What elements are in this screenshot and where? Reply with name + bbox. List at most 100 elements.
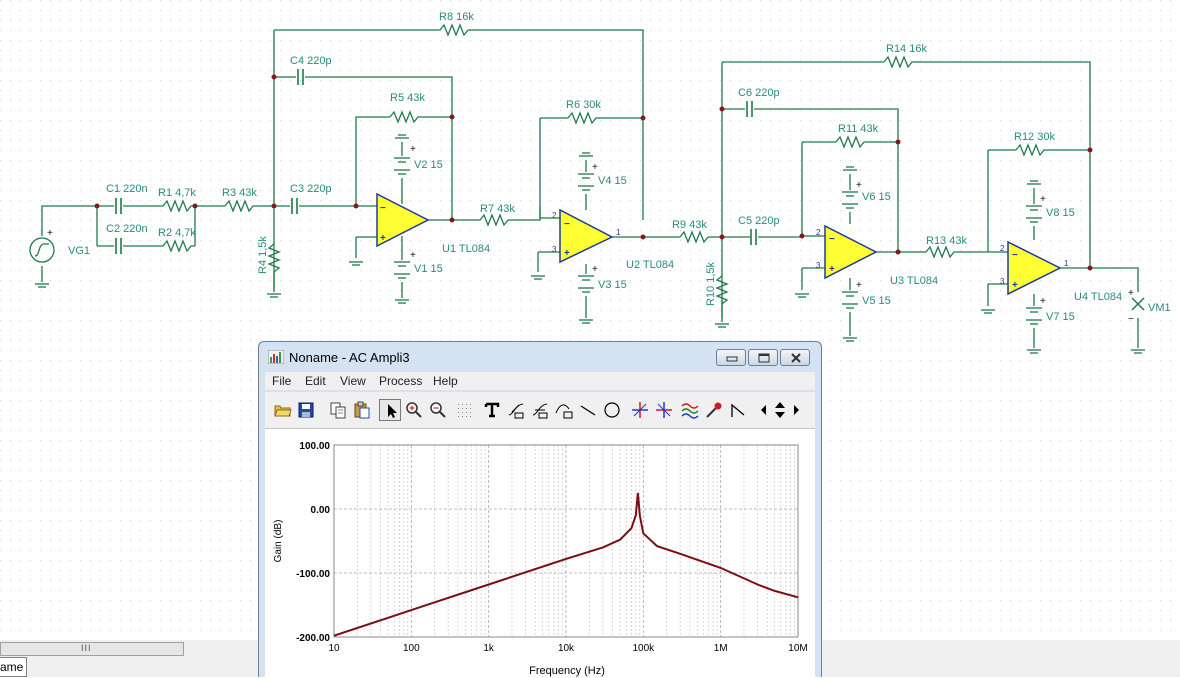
supply-plus-mark: + bbox=[410, 250, 416, 261]
voltmeter-vm1[interactable] bbox=[1131, 297, 1145, 311]
scroll-left-button[interactable] bbox=[757, 399, 771, 421]
polarity-mark: − bbox=[1012, 250, 1018, 261]
cursor-a-icon bbox=[632, 402, 648, 418]
window-titlebar[interactable]: Noname - AC Ampli3 bbox=[259, 342, 821, 372]
text-tool-button[interactable] bbox=[481, 399, 503, 421]
resistor-r6 bbox=[567, 111, 598, 125]
polarity-mark: − bbox=[564, 219, 570, 230]
label-v1: V1 15 bbox=[414, 263, 443, 275]
x-tick-label: 100 bbox=[403, 643, 420, 654]
resistor-r10 bbox=[715, 275, 729, 305]
close-button[interactable] bbox=[780, 349, 810, 366]
label-u2: U2 TL084 bbox=[626, 259, 674, 271]
scroll-updown-button[interactable] bbox=[771, 399, 789, 421]
supply-plus-mark: + bbox=[592, 162, 598, 173]
copy-button[interactable] bbox=[327, 399, 349, 421]
slope-button[interactable] bbox=[727, 399, 749, 421]
scroll-right-button[interactable] bbox=[789, 399, 803, 421]
battery-v2 bbox=[394, 157, 410, 175]
resistor-r7 bbox=[479, 213, 510, 227]
resistor-r3 bbox=[224, 199, 257, 213]
curve-label-button[interactable] bbox=[505, 399, 527, 421]
label-r1: R1 4,7k bbox=[158, 187, 196, 199]
maximize-button[interactable] bbox=[748, 349, 778, 366]
grid-button[interactable] bbox=[453, 399, 475, 421]
battery-v8 bbox=[1026, 205, 1042, 223]
label-vm1: VM1 bbox=[1148, 302, 1171, 314]
resistor-symbols[interactable] bbox=[162, 23, 1046, 305]
open-button[interactable] bbox=[272, 399, 294, 421]
curve-label-alt-button[interactable] bbox=[529, 399, 551, 421]
curve-marker-icon bbox=[555, 404, 573, 419]
cursor-a-button[interactable] bbox=[629, 399, 651, 421]
probe-button[interactable] bbox=[703, 399, 725, 421]
gain-curve bbox=[333, 492, 799, 637]
zoom-in-button[interactable] bbox=[403, 399, 425, 421]
capacitor-c2 bbox=[115, 238, 122, 254]
label-v3: V3 15 bbox=[598, 279, 627, 291]
circle-tool-button[interactable] bbox=[601, 399, 623, 421]
label-v6: V6 15 bbox=[862, 191, 891, 203]
chart-app-icon bbox=[268, 350, 284, 364]
cursor-b-icon bbox=[656, 402, 672, 418]
waveforms-icon bbox=[681, 403, 699, 419]
label-v2: V2 15 bbox=[414, 159, 443, 171]
resistor-r14 bbox=[883, 55, 914, 69]
zoom-out-button[interactable] bbox=[427, 399, 449, 421]
line-tool-button[interactable] bbox=[577, 399, 599, 421]
x-tick-label: 100k bbox=[632, 643, 655, 654]
menu-process[interactable]: Process bbox=[379, 374, 423, 388]
pin-label: 3 bbox=[1000, 277, 1005, 286]
open-folder-icon bbox=[274, 405, 292, 417]
battery-v4 bbox=[578, 173, 594, 191]
battery-v6 bbox=[842, 191, 858, 209]
slope-icon bbox=[731, 403, 745, 417]
curve-marker-button[interactable] bbox=[553, 399, 575, 421]
supply-plus-mark: + bbox=[1040, 194, 1046, 205]
polarity-mark: − bbox=[829, 234, 835, 245]
select-tool-button[interactable] bbox=[379, 399, 401, 421]
horizontal-scrollbar[interactable]: III bbox=[0, 642, 184, 656]
pin-label: 2 bbox=[816, 228, 821, 237]
label-r13: R13 43k bbox=[926, 235, 967, 247]
pin-label: 3 bbox=[552, 245, 557, 254]
polarity-mark: + bbox=[829, 264, 835, 275]
capacitor-symbols[interactable] bbox=[115, 69, 757, 254]
pin-label: 3 bbox=[816, 261, 821, 270]
label-v8: V8 15 bbox=[1046, 207, 1075, 219]
menu-bar: File Edit View Process Help bbox=[265, 372, 815, 390]
menu-edit[interactable]: Edit bbox=[305, 374, 326, 388]
battery-v1 bbox=[394, 261, 410, 279]
opamp-u3 bbox=[824, 224, 878, 280]
resistor-r11 bbox=[835, 135, 866, 149]
menu-file[interactable]: File bbox=[272, 374, 292, 388]
menu-view[interactable]: View bbox=[340, 374, 366, 388]
ac-analysis-window[interactable]: Noname - AC Ampli3 File Edit View Proces… bbox=[258, 341, 822, 678]
scrollbar-grip[interactable]: III bbox=[81, 643, 92, 653]
capacitor-c4 bbox=[297, 69, 304, 85]
label-r7: R7 43k bbox=[480, 203, 515, 215]
scroll-updown-icon bbox=[775, 402, 785, 418]
document-tab[interactable]: ame bbox=[0, 657, 27, 677]
menu-help[interactable]: Help bbox=[433, 374, 458, 388]
battery-symbols[interactable] bbox=[394, 157, 1042, 325]
opamp-symbols[interactable] bbox=[376, 192, 1062, 296]
save-button[interactable] bbox=[295, 399, 317, 421]
resistor-r2 bbox=[162, 239, 195, 253]
voltage-generator-vg1[interactable] bbox=[29, 237, 55, 263]
battery-v5 bbox=[842, 291, 858, 309]
battery-v3 bbox=[578, 275, 594, 293]
opamp-u4 bbox=[1007, 240, 1062, 296]
minimize-button[interactable] bbox=[716, 349, 746, 366]
line-icon bbox=[580, 405, 596, 416]
label-v5: V5 15 bbox=[862, 295, 891, 307]
probe-icon bbox=[706, 402, 722, 418]
label-c5: C5 220p bbox=[738, 215, 780, 227]
schematic-wires bbox=[41, 29, 1139, 348]
paste-button[interactable] bbox=[351, 399, 373, 421]
cursor-b-button[interactable] bbox=[653, 399, 675, 421]
waveforms-button[interactable] bbox=[679, 399, 701, 421]
polarity-mark: + bbox=[1012, 280, 1018, 291]
